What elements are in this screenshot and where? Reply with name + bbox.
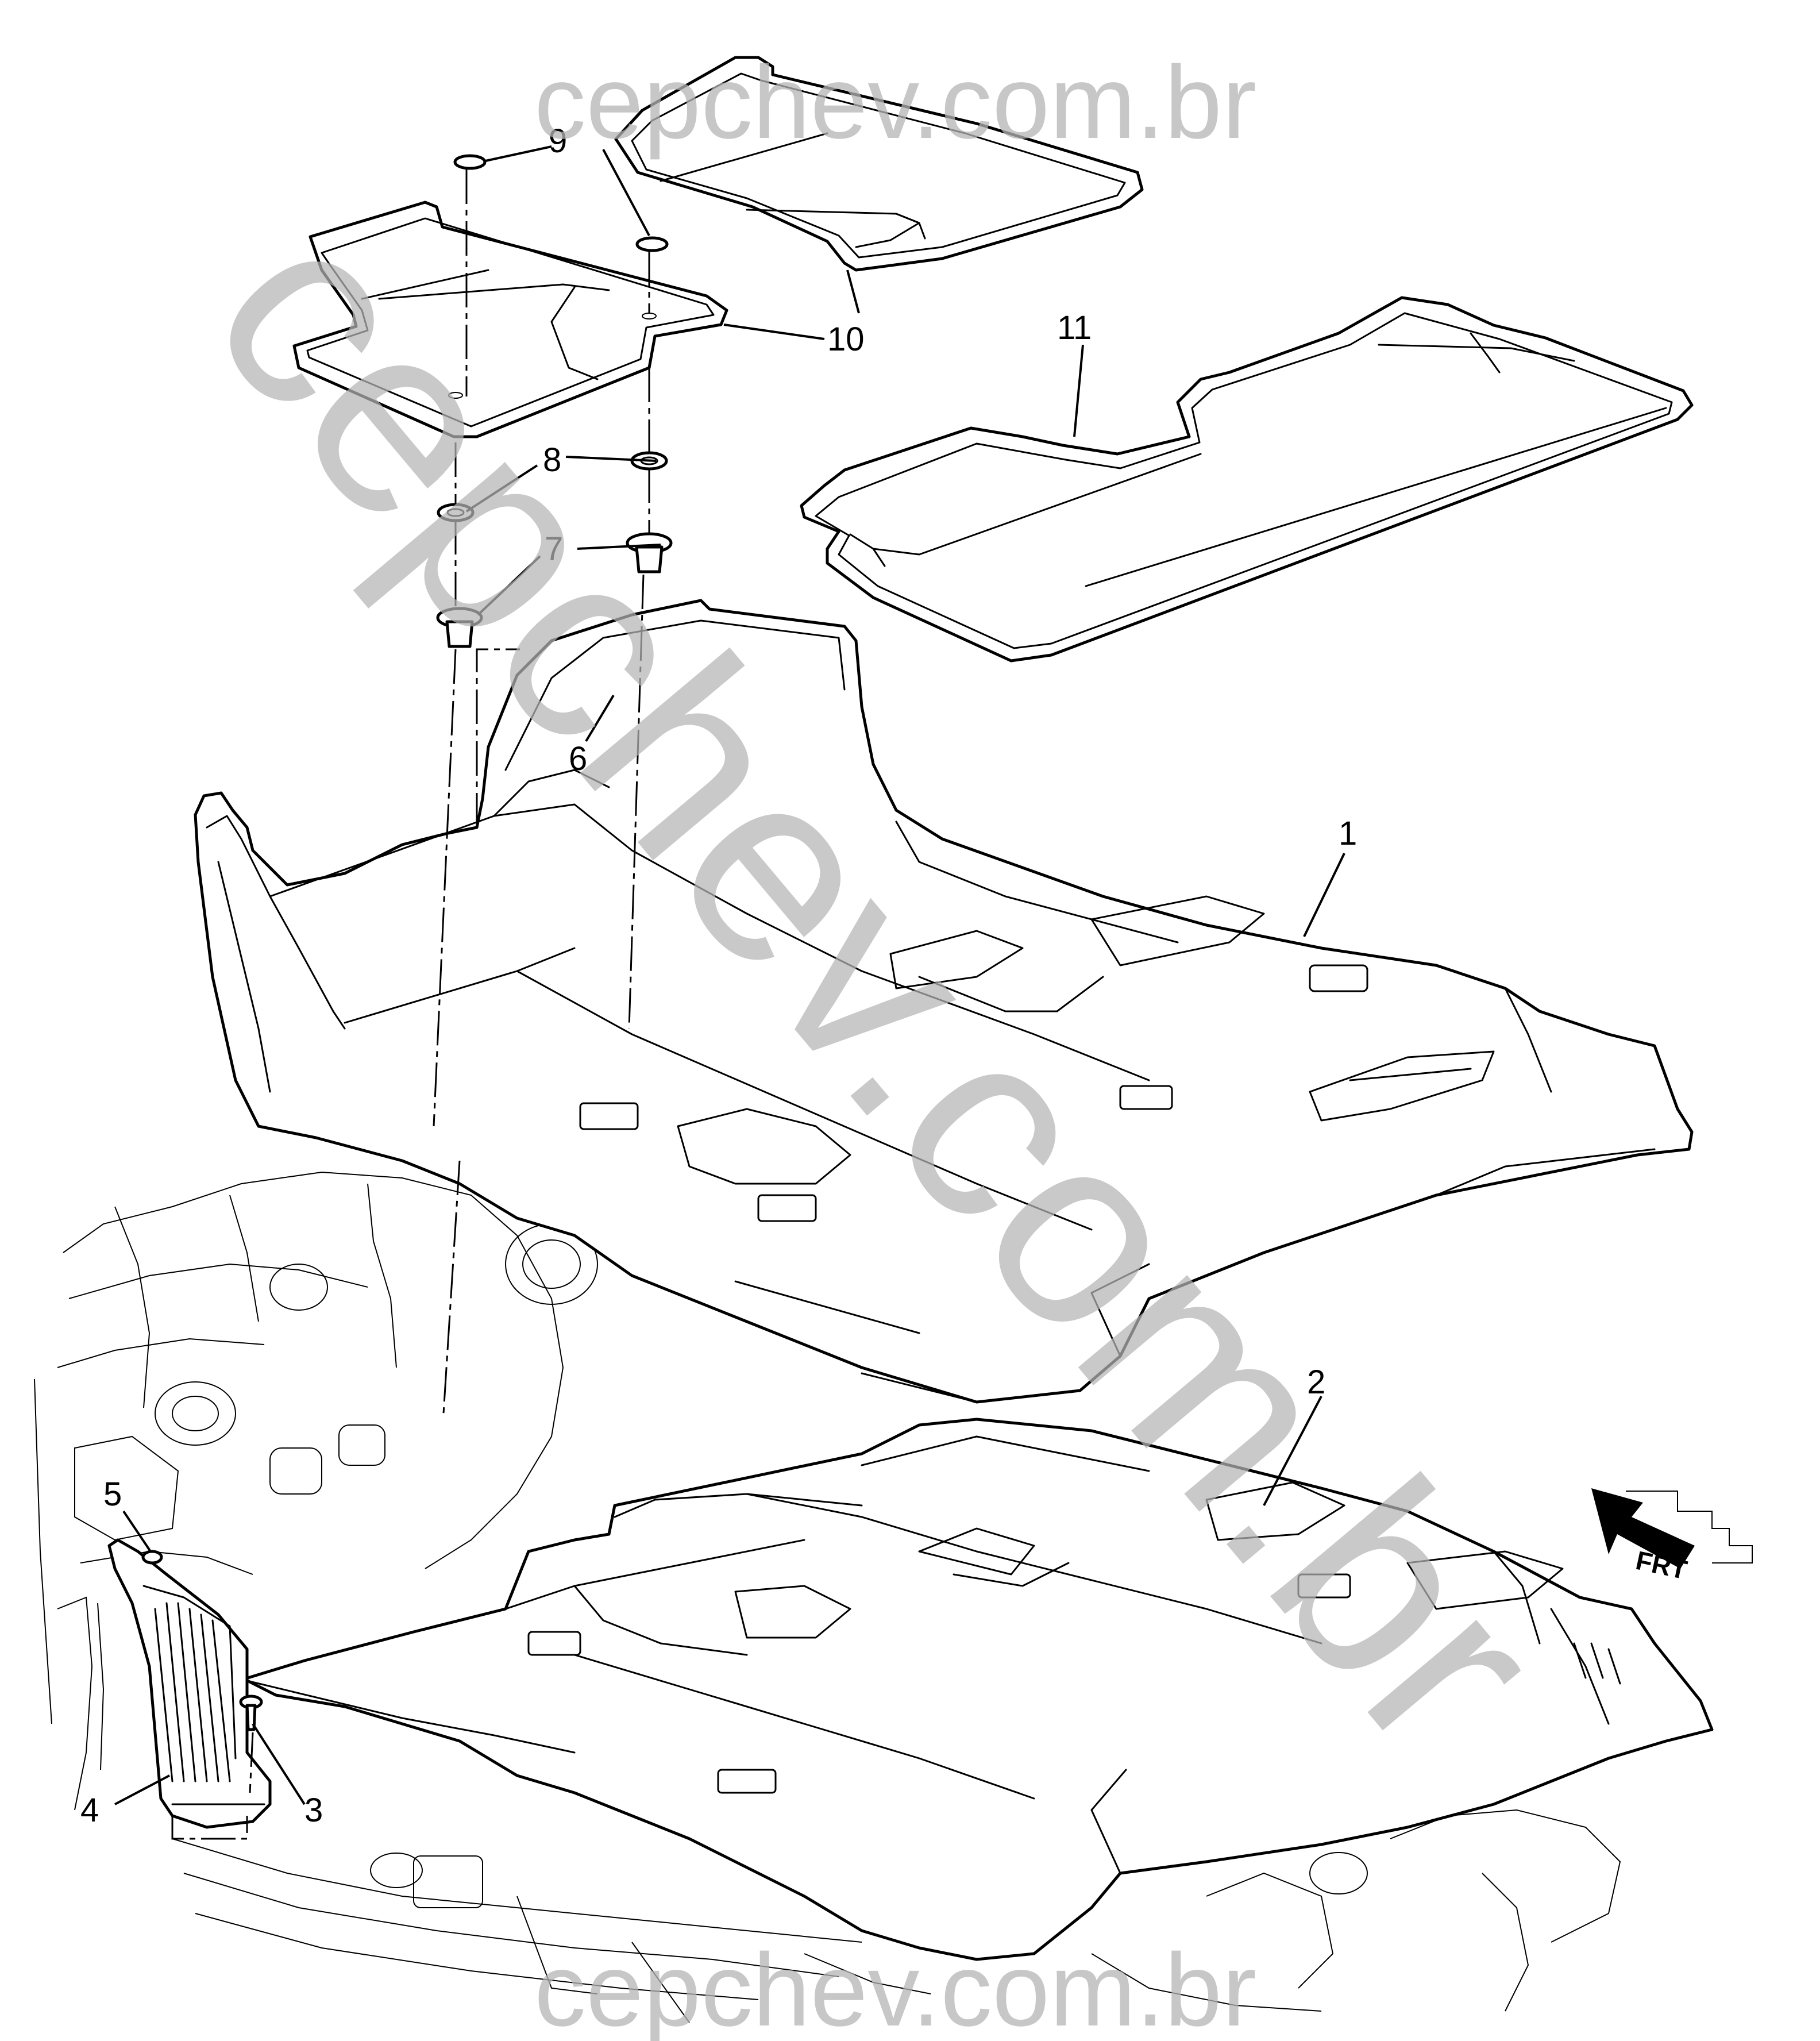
assembly-centerlines — [171, 170, 650, 1840]
callout-4: 4 — [80, 1792, 99, 1829]
part-10-front-floor-mat-passenger — [614, 56, 1144, 272]
callout-10: 10 — [827, 321, 865, 358]
callout-9: 9 — [549, 122, 567, 160]
vehicle-body-structure — [34, 1171, 1621, 2023]
callout-5: 5 — [103, 1476, 122, 1513]
part-1-floor-carpet — [194, 599, 1694, 1404]
part-9-retainer-caps — [453, 154, 669, 252]
callout-7: 7 — [545, 530, 563, 568]
part-2-floor-insulator — [242, 1418, 1714, 1961]
callout-6: 6 — [569, 740, 587, 777]
leader-lines — [114, 145, 1345, 1805]
part-3-screw — [239, 1695, 263, 1731]
callout-1: 1 — [1339, 815, 1357, 852]
part-5-nut — [141, 1550, 163, 1565]
front-direction-arrow-icon: FRT — [1591, 1488, 1753, 1585]
callout-3: 3 — [304, 1792, 323, 1829]
watermark-bottom: cepchev.com.br — [534, 1932, 1256, 2041]
callout-2: 2 — [1307, 1364, 1325, 1401]
part-7-retainer-clips — [436, 532, 673, 648]
callout-8: 8 — [543, 441, 561, 479]
callout-11: 11 — [1057, 309, 1092, 346]
part-11-rear-floor-mat — [800, 296, 1694, 663]
watermark-top: cepchev.com.br — [534, 45, 1256, 160]
part-4-footrest — [107, 1538, 272, 1829]
callout-labels: 1 2 3 4 5 6 7 8 9 10 11 — [80, 122, 1357, 1829]
